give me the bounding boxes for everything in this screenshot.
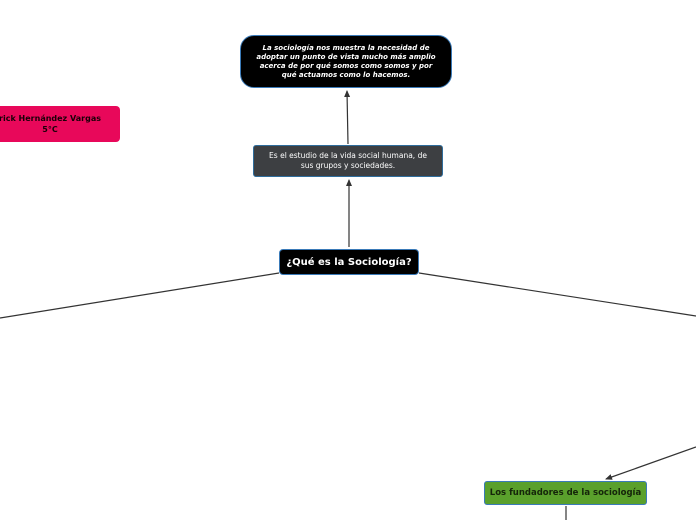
definition-node[interactable]: Es el estudio de la vida social humana, … — [253, 145, 443, 177]
central-topic-text: ¿Qué es la Sociología? — [286, 256, 412, 268]
definition-text: Es el estudio de la vida social humana, … — [269, 151, 427, 170]
author-node[interactable]: rick Hernández Vargas 5°C — [0, 106, 120, 142]
author-group: 5°C — [42, 125, 58, 134]
connector-central-to-right-branch — [418, 272, 696, 317]
connector-right-to-founders — [605, 446, 696, 480]
connector-definition-to-quote — [344, 90, 351, 145]
central-topic-node[interactable]: ¿Qué es la Sociología? — [279, 249, 419, 275]
author-name: rick Hernández Vargas — [0, 114, 101, 123]
quote-node[interactable]: La sociología nos muestra la necesidad d… — [240, 35, 452, 88]
founders-text: Los fundadores de la sociología — [489, 488, 642, 498]
connector-central-to-left-branch — [0, 272, 280, 319]
quote-text: La sociología nos muestra la necesidad d… — [256, 43, 436, 79]
founders-node[interactable]: Los fundadores de la sociología — [484, 481, 647, 505]
